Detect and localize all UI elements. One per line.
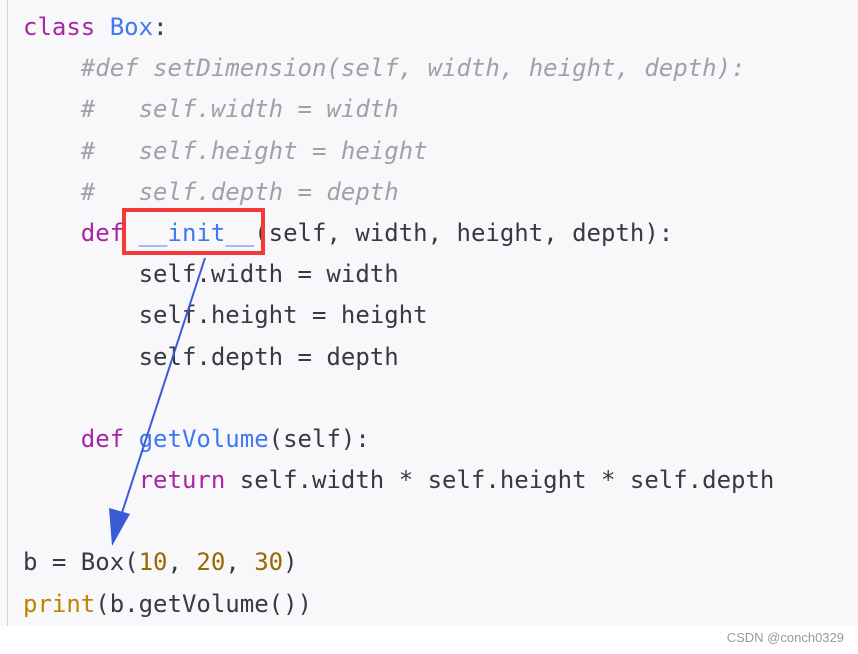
code-token: __init__ <box>138 218 255 247</box>
arrow-head <box>109 508 130 546</box>
code-token: # self.depth = depth <box>23 177 399 206</box>
code-line: # self.width = width <box>23 89 774 130</box>
code-token: : <box>153 13 168 41</box>
code-token: self.depth = depth <box>23 342 399 371</box>
code-token: self.width = width <box>23 260 399 289</box>
code-token: ) <box>283 548 298 577</box>
code-lines: class Box: #def setDimension(self, width… <box>23 7 774 625</box>
code-line: return self.width * self.height * self.d… <box>23 460 775 501</box>
code-token: self.width * self.height * self.depth <box>225 466 775 495</box>
code-token: getVolume <box>138 424 269 453</box>
code-token: Box <box>109 13 154 41</box>
code-token: #def setDimension(self, width, height, d… <box>23 54 746 83</box>
watermark: CSDN @conch0329 <box>726 630 844 645</box>
code-line: # self.height = height <box>23 131 774 172</box>
code-line: self.height = height <box>23 295 774 336</box>
code-block-left-border <box>7 0 8 626</box>
code-block: class Box: #def setDimension(self, width… <box>7 0 775 626</box>
code-token: 20 <box>196 548 226 577</box>
code-token: self.height = height <box>23 301 428 330</box>
code-line: def getVolume(self): <box>23 419 774 460</box>
init-highlight-box <box>122 208 265 255</box>
code-token: print <box>23 589 96 618</box>
code-token: (self): <box>268 424 370 453</box>
code-line: def __init__(self, width, height, depth)… <box>23 213 774 254</box>
arrow-shaft <box>117 257 206 526</box>
code-token: 30 <box>254 548 284 577</box>
code-token: (b.getVolume()) <box>95 589 312 618</box>
code-line: #def setDimension(self, width, height, d… <box>23 48 774 89</box>
code-token: def <box>80 218 125 247</box>
code-line: b = Box(10, 20, 30) <box>23 542 774 583</box>
code-token: , <box>225 548 255 577</box>
code-token: 10 <box>138 548 168 577</box>
code-line: # self.depth = depth <box>23 172 774 213</box>
code-line: self.depth = depth <box>23 337 774 378</box>
code-line: self.width = width <box>23 254 774 295</box>
code-token: return <box>138 466 226 495</box>
code-token: , <box>167 548 197 577</box>
code-token: def <box>80 424 125 453</box>
code-token: # self.height = height <box>23 136 428 165</box>
code-line: class Box: <box>23 7 774 48</box>
code-token: # self.width = width <box>23 95 399 124</box>
code-token: class <box>23 13 96 41</box>
code-token: (self, width, height, depth): <box>254 218 674 247</box>
code-line: print(b.getVolume()) <box>23 584 774 625</box>
code-token: b = Box( <box>23 548 139 577</box>
